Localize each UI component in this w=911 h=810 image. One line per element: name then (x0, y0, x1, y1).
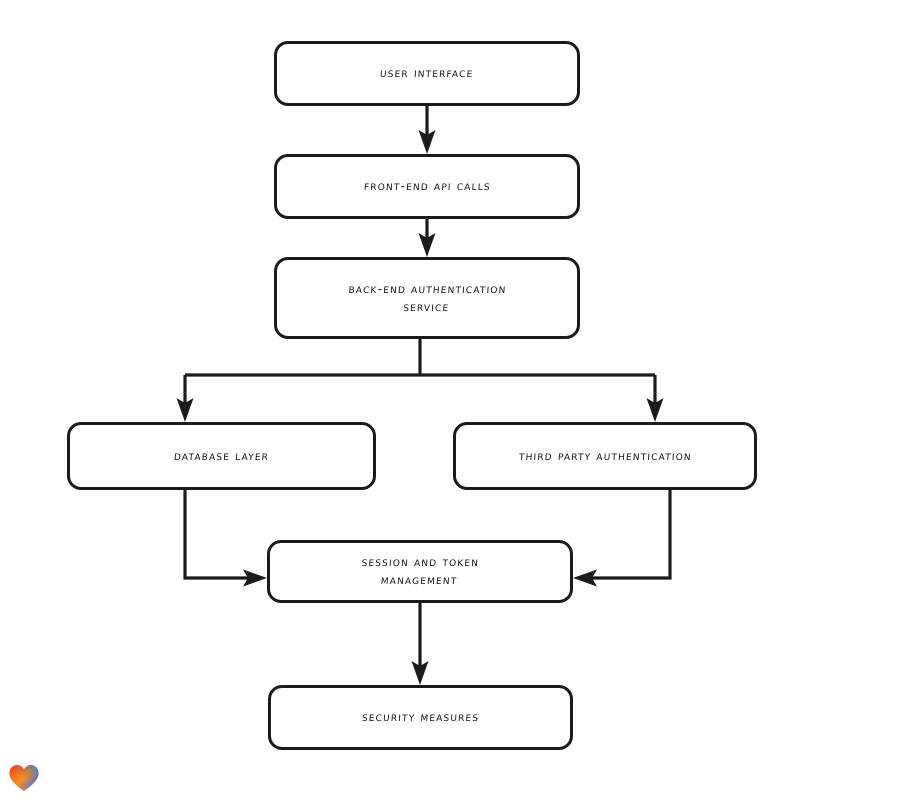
node-label-database-layer: DATABASE LAYER (173, 447, 270, 463)
node-database-layer[interactable]: DATABASE LAYER (67, 422, 376, 490)
node-label-third-party-authentication: THIRD PARTY AUTHENTICATION (518, 447, 692, 463)
edge-api-to-backend (418, 219, 436, 257)
edge-database-to-session (183, 490, 267, 587)
node-label-frontend-api-calls: FRONT-END API CALLS (363, 178, 491, 194)
node-user-interface[interactable]: USER INTERFACE (274, 41, 580, 106)
node-label-session-and-token-management: SESSION AND TOKEN MANAGEMENT (361, 554, 480, 588)
edge-thirdparty-to-session (573, 490, 672, 587)
node-third-party-authentication[interactable]: THIRD PARTY AUTHENTICATION (453, 422, 757, 490)
node-frontend-api-calls[interactable]: FRONT-END API CALLS (274, 154, 580, 219)
node-security-measures[interactable]: SECURITY MEASURES (268, 685, 573, 750)
node-label-backend-authentication-service: BACK-END AUTHENTICATION SERVICE (348, 280, 508, 314)
node-session-and-token-management[interactable]: SESSION AND TOKEN MANAGEMENT (267, 540, 573, 603)
node-backend-authentication-service[interactable]: BACK-END AUTHENTICATION SERVICE (274, 257, 580, 339)
node-label-security-measures: SECURITY MEASURES (361, 709, 480, 725)
heart-icon-svg (9, 765, 39, 791)
edge-backend-to-thirdparty (646, 375, 664, 422)
edge-backend-to-database (176, 375, 194, 422)
heart-icon (8, 762, 42, 796)
edge-ui-to-api (418, 106, 436, 154)
node-label-user-interface: USER INTERFACE (379, 65, 475, 81)
edge-backend-split-bus (185, 339, 655, 377)
edge-session-to-security (411, 603, 429, 685)
